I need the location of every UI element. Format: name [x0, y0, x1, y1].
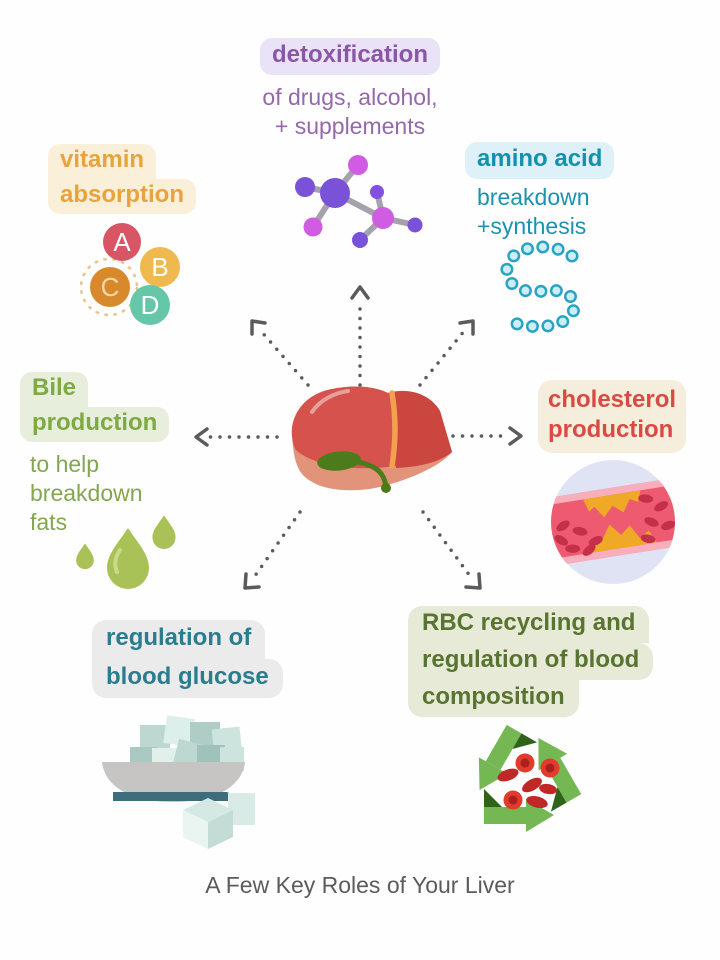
arrow-right — [451, 426, 523, 446]
vitamin-circles-icon: A B C D — [79, 223, 180, 325]
detoxification-sub-line2: + supplements — [274, 113, 426, 139]
arrow-down-right — [421, 510, 482, 590]
plaque-bottom — [587, 524, 657, 554]
rbc-label-line1: RBC recycling and — [408, 606, 650, 643]
blood-cells — [554, 494, 675, 556]
bowl-base — [113, 792, 244, 801]
recycle-rbc-icon — [478, 724, 582, 832]
vitamin-letter-c: C — [101, 272, 120, 302]
cholesterol-label: cholesterol production — [538, 380, 687, 453]
molecule-icon — [295, 155, 423, 248]
bile-label-line2: production — [20, 407, 170, 442]
amino-acid-sub-line1: breakdown — [477, 184, 590, 210]
sugar-cube-3d — [183, 798, 233, 849]
vitamin-label-line2: absorption — [48, 179, 196, 214]
artery-icon — [551, 460, 675, 584]
arrow-up — [350, 285, 370, 387]
section-rbc-recycling: RBC recycling and regulation of blood co… — [408, 606, 654, 717]
amino-chain-icon — [500, 240, 581, 333]
dashed-ring — [79, 257, 139, 317]
rbc-label-line2: regulation of blood — [408, 643, 654, 680]
infographic-title: A Few Key Roles of Your Liver — [205, 872, 515, 898]
recycle-arrows — [478, 724, 582, 832]
plaque-top — [583, 490, 641, 518]
bile-drops-icon — [76, 515, 176, 589]
bile-sub-line2: breakdown — [30, 480, 143, 506]
section-vitamin-absorption: vitamin absorption — [48, 144, 196, 214]
amino-acid-sub-line2: +synthesis — [477, 213, 587, 239]
arrow-up-right — [418, 319, 475, 387]
section-detoxification: detoxification of drugs, alcohol, + supp… — [230, 38, 470, 141]
amino-acid-label: amino acid — [465, 142, 615, 179]
arrow-down-left — [243, 510, 302, 590]
sugar-bowl-icon — [102, 715, 255, 849]
cholesterol-label-line1: cholesterol — [548, 386, 677, 413]
section-cholesterol-production: cholesterol production — [538, 380, 687, 453]
vitamin-letter-b: B — [151, 252, 168, 282]
gallbladder — [317, 451, 361, 471]
arrow-up-left — [250, 319, 310, 387]
rbc-label-line3: composition — [408, 680, 579, 717]
cholesterol-label-line2: production — [548, 416, 674, 443]
bile-label-line1: Bile — [20, 372, 89, 407]
section-blood-glucose: regulation of blood glucose — [92, 620, 283, 698]
glucose-label-line2: blood glucose — [92, 659, 283, 698]
liver-ligament — [389, 390, 398, 469]
liver-icon — [291, 386, 452, 493]
detoxification-sub-line1: of drugs, alcohol, — [262, 84, 438, 110]
red-blood-cells — [497, 753, 560, 810]
vitamin-letter-d: D — [141, 290, 160, 320]
glucose-label-line1: regulation of — [92, 620, 266, 659]
bile-sub-line1: to help — [30, 451, 100, 477]
section-amino-acid: amino acid breakdown +synthesis — [465, 142, 615, 241]
arrow-left — [194, 427, 279, 447]
vitamin-label-line1: vitamin — [48, 144, 157, 179]
detoxification-label: detoxification — [259, 38, 440, 75]
section-bile-production: Bile production to help breakdown fats — [20, 372, 170, 537]
bile-sub-line3: fats — [30, 509, 68, 535]
vitamin-letter-a: A — [113, 227, 131, 257]
